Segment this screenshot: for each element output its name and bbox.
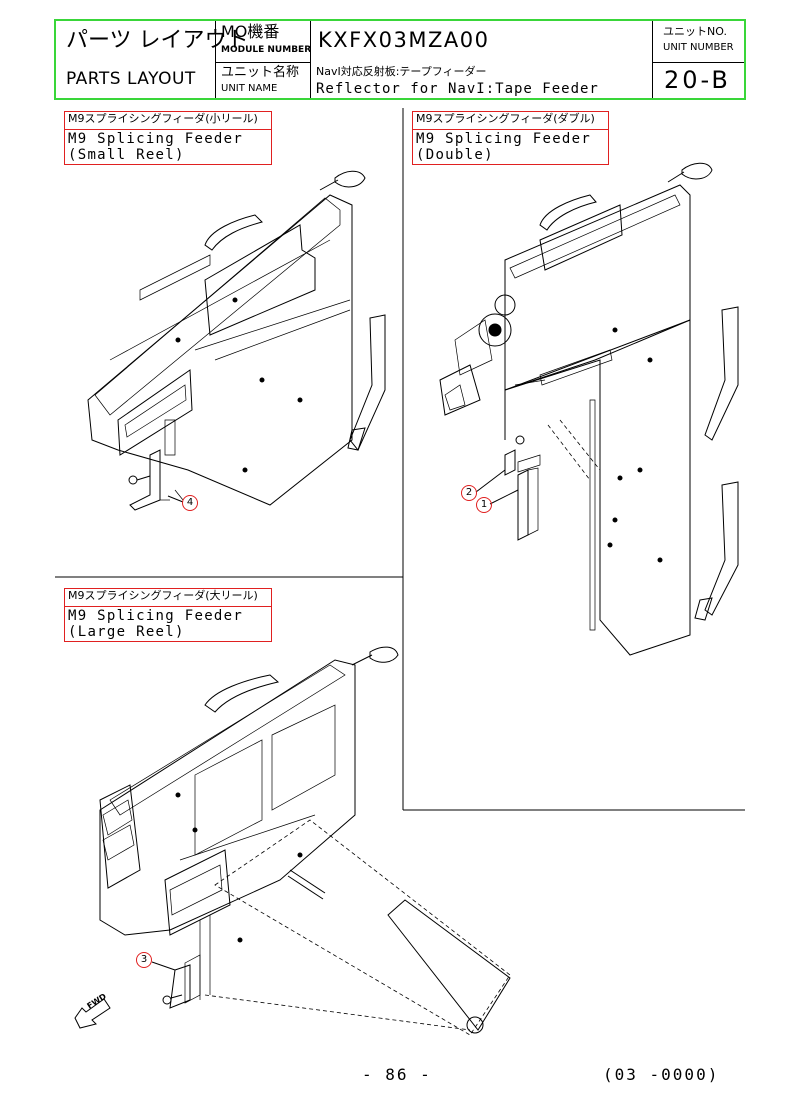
large-reel-en2: (Large Reel)	[68, 624, 185, 640]
document-code: (03 -0000)	[603, 1065, 720, 1084]
callout-4: 4	[182, 495, 198, 511]
double-jp-label: M9スプライシングフィーダ(ダブル)	[416, 112, 595, 125]
small-reel-jp-box	[64, 111, 272, 130]
module-label-en: MODULE NUMBER	[221, 45, 312, 55]
double-feeder-drawing	[439, 162, 739, 656]
unit-name-jp: NavI対応反射板:テープフィーダー	[316, 65, 487, 78]
parts-layout-jp: パーツ レイアウト	[66, 28, 249, 53]
parts-layout-cell	[56, 21, 216, 98]
double-en1: M9 Splicing Feeder	[416, 131, 592, 147]
parts-layout-en: PARTS LAYOUT	[66, 69, 196, 89]
small-reel-en1: M9 Splicing Feeder	[68, 131, 244, 147]
module-label-cell	[216, 21, 311, 63]
unit-name-label-jp: ユニット名称	[221, 65, 300, 80]
callout-3: 3	[136, 952, 152, 968]
unit-name-en: Reflector for NavI:Tape Feeder	[316, 81, 599, 97]
header-block: パーツ レイアウト PARTS LAYOUT MO機番 MODULE NUMBE…	[54, 19, 746, 100]
module-number: KXFX03MZA00	[318, 28, 490, 52]
double-jp-box	[412, 111, 609, 130]
unit-name-label-cell	[216, 62, 311, 98]
double-en2: (Double)	[416, 147, 494, 163]
page-number: - 86 -	[362, 1065, 432, 1084]
large-reel-jp-label: M9スプライシングフィーダ(大リール)	[68, 589, 258, 602]
unit-number-divider	[652, 21, 653, 98]
small-reel-en2: (Small Reel)	[68, 147, 185, 163]
module-label-jp: MO機番	[221, 22, 280, 41]
unit-name-label-en: UNIT NAME	[221, 83, 278, 94]
callout-2: 2	[461, 485, 477, 501]
small-reel-feeder-drawing	[87, 170, 386, 511]
unit-no-label-en: UNIT NUMBER	[663, 42, 734, 53]
fwd-arrow-icon	[74, 998, 111, 1029]
large-reel-jp-box	[64, 588, 272, 607]
large-reel-en1: M9 Splicing Feeder	[68, 608, 244, 624]
double-en-box	[412, 129, 609, 165]
unit-number: 20-B	[664, 66, 731, 94]
large-reel-en-box	[64, 606, 272, 642]
small-reel-jp-label: M9スプライシングフィーダ(小リール)	[68, 112, 258, 125]
callout-1: 1	[476, 497, 492, 513]
small-reel-en-box	[64, 129, 272, 165]
unit-number-hline	[652, 62, 744, 63]
unit-no-label-jp: ユニットNO.	[663, 25, 727, 38]
large-reel-feeder-drawing	[99, 646, 511, 1036]
